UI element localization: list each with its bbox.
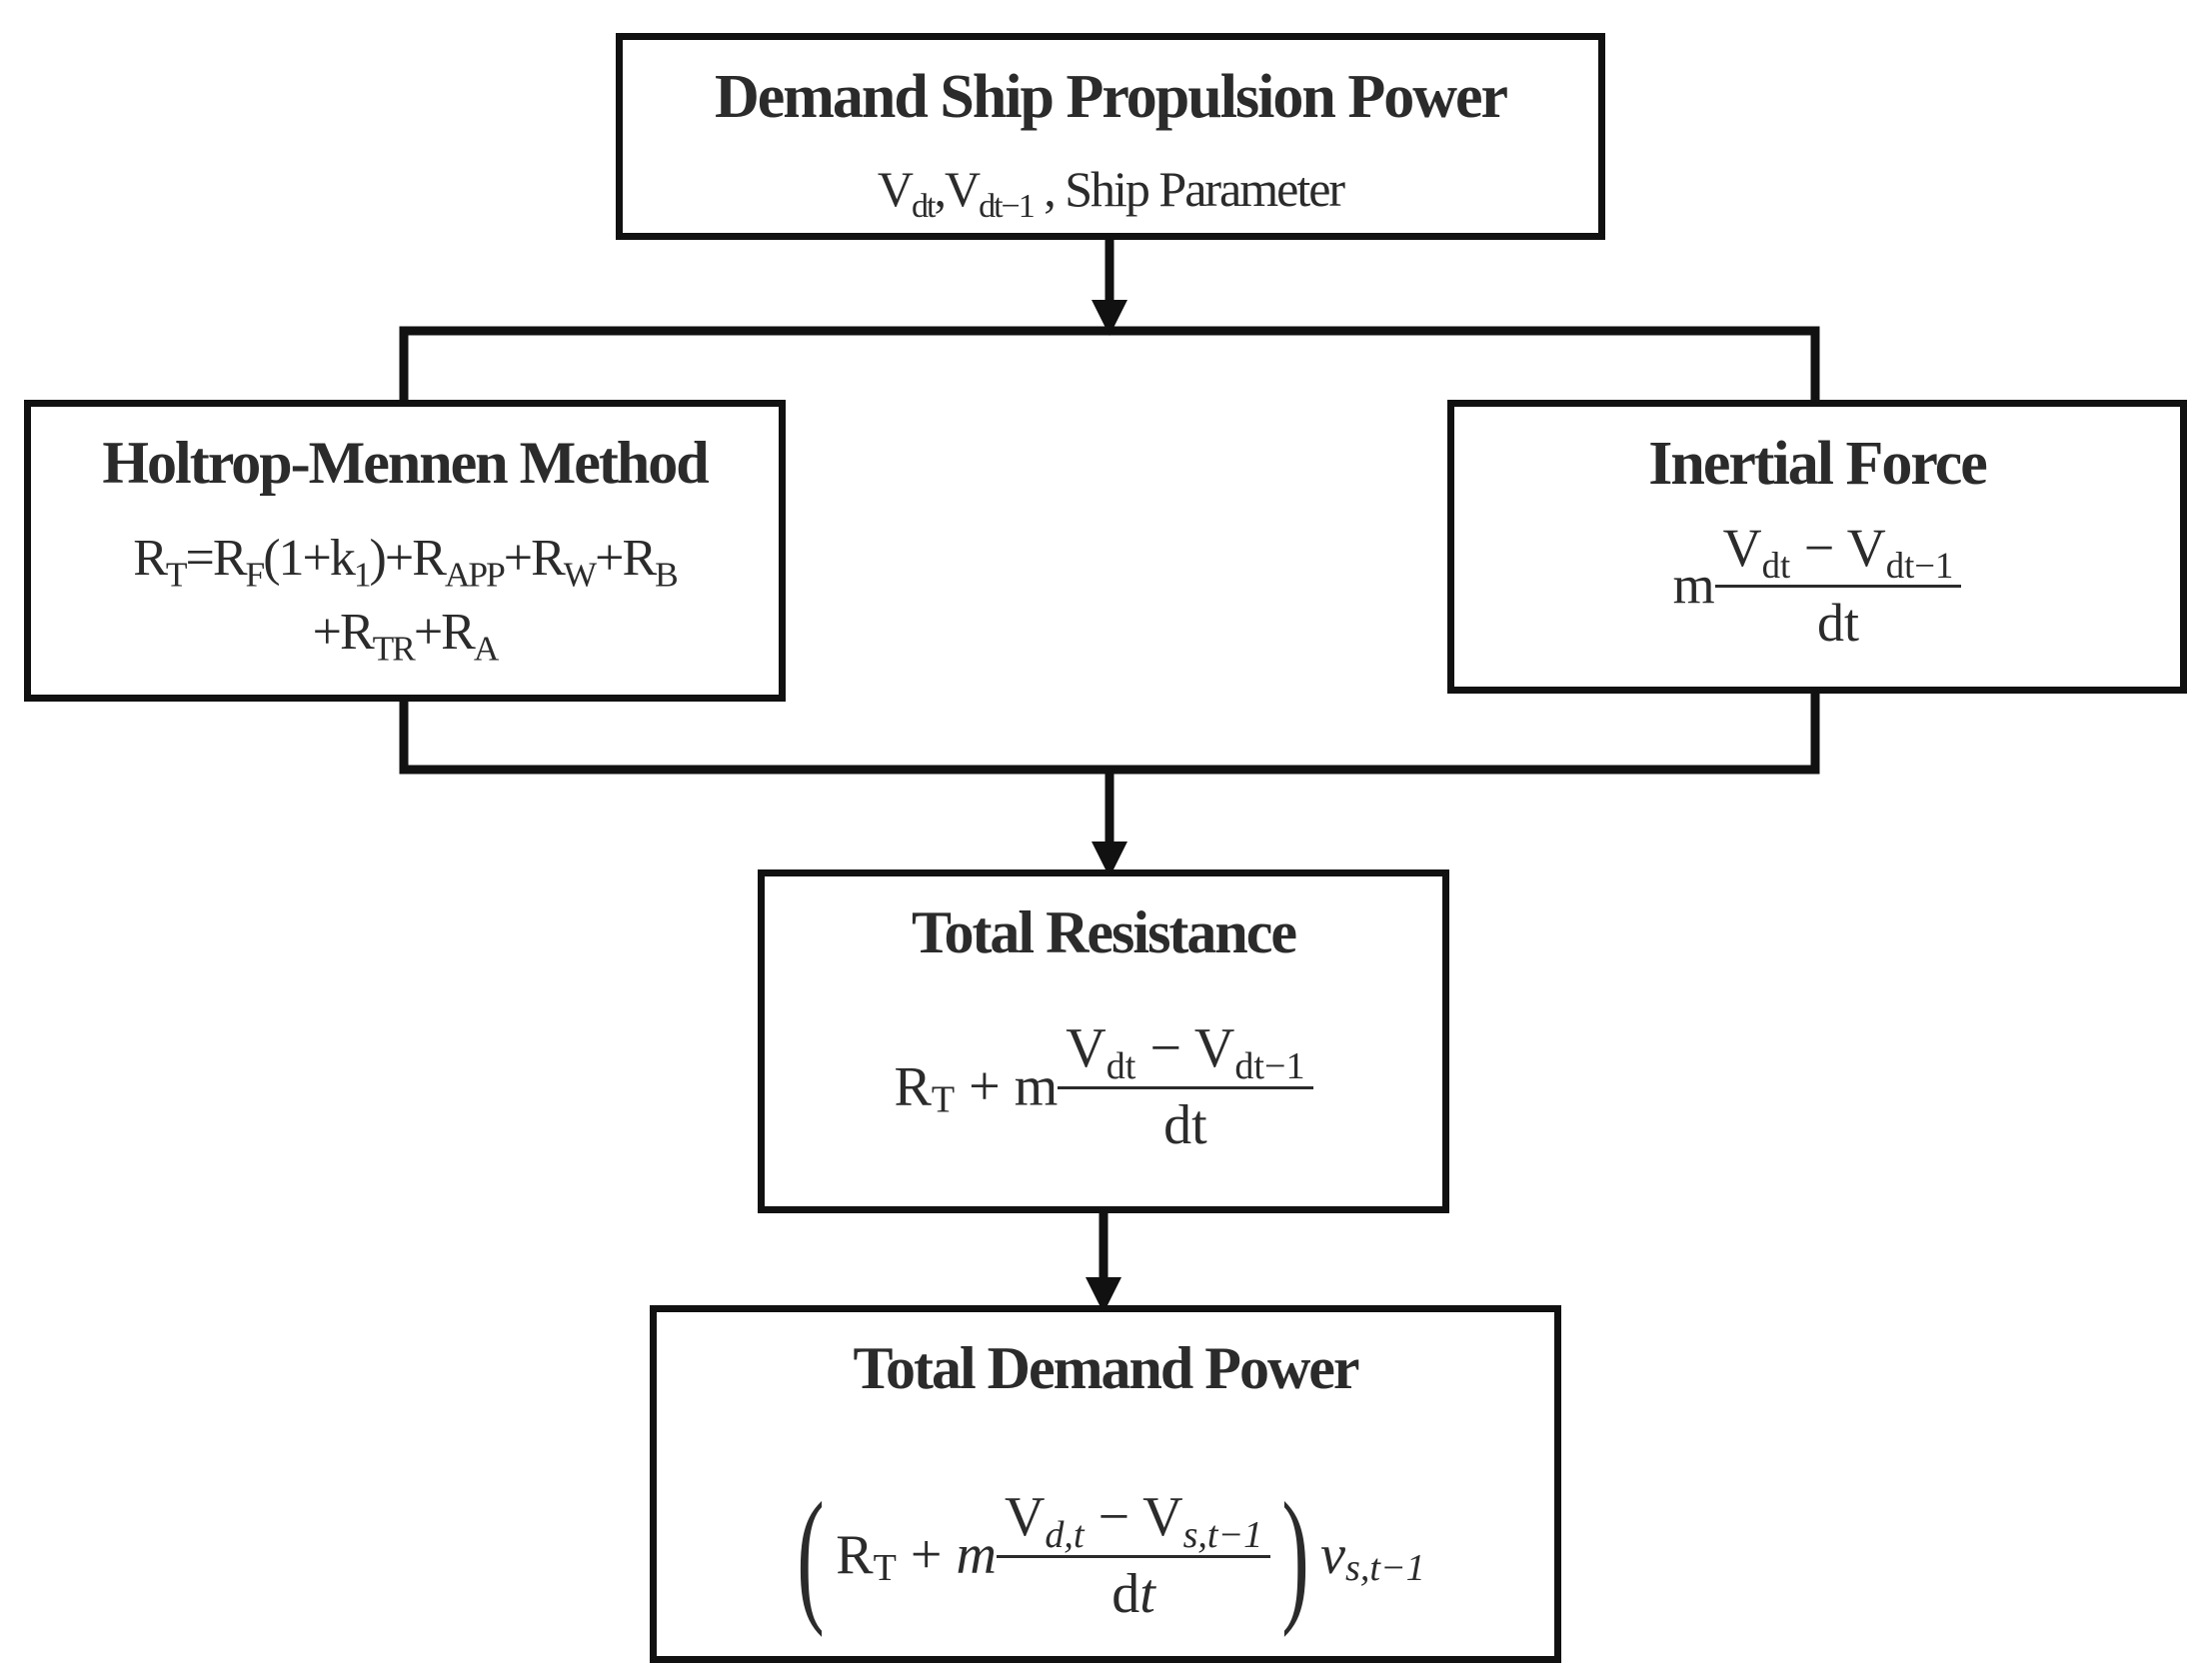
plus-sign: +	[384, 530, 414, 587]
subscript: APP	[444, 554, 506, 595]
subscript: W	[563, 554, 597, 595]
r-symbol: R	[339, 604, 375, 661]
holtrop-mennen-method-box: Holtrop-Mennen Method RT=RF(1+k1)+RAPP+R…	[24, 400, 786, 702]
subscript: dt−1	[1885, 544, 1954, 586]
plus-sign: +	[413, 604, 443, 661]
total-demand-power-box: Total Demand Power (RT + m Vd,t − Vs,t−1…	[650, 1305, 1561, 1663]
minus-sign: −	[1084, 1485, 1143, 1548]
v-symbol: V	[1722, 518, 1762, 578]
velocity-difference-fraction: Vdt − Vdt−1 dt	[1714, 517, 1962, 654]
v-symbol: V	[1066, 1017, 1106, 1079]
velocity-difference-fraction: Vd,t − Vs,t−1 dt	[996, 1485, 1271, 1626]
total-resistance-title: Total Resistance	[911, 899, 1297, 965]
minus-sign: −	[1135, 1017, 1194, 1079]
v-symbol: V	[1846, 518, 1886, 578]
fraction-numerator: Vdt − Vdt−1	[1058, 1016, 1313, 1089]
v-symbol: V	[1142, 1485, 1183, 1548]
mass-symbol: m	[1672, 555, 1715, 616]
velocity-symbol: v	[1320, 1524, 1346, 1586]
subscript: dt−1	[1234, 1045, 1305, 1088]
demand-ship-propulsion-power-box: Demand Ship Propulsion Power Vdt,Vdt−1 ,…	[616, 33, 1605, 240]
r-symbol: R	[441, 604, 476, 661]
minus-sign: −	[1790, 518, 1847, 578]
paren-close: )	[369, 530, 387, 587]
subscript: T	[165, 554, 188, 595]
subscript: dt	[912, 187, 936, 225]
r-symbol: R	[622, 530, 657, 587]
subscript: A	[473, 628, 500, 669]
plus-sign: +	[595, 530, 624, 587]
v-symbol: V	[877, 161, 914, 217]
demand-box-title: Demand Ship Propulsion Power	[714, 63, 1508, 131]
inertial-formula: m Vdt − Vdt−1 dt	[1454, 517, 2180, 654]
t-symbol: t	[1139, 1562, 1155, 1625]
total-resistance-formula: RT + m Vdt − Vdt−1 dt	[765, 1016, 1442, 1157]
subscript: B	[655, 554, 679, 595]
r-symbol: R	[212, 530, 248, 587]
v-symbol: V	[1193, 1017, 1235, 1079]
r-symbol: R	[412, 530, 447, 587]
plus-sign: +	[503, 530, 533, 587]
mass-symbol: m	[1014, 1055, 1059, 1118]
fraction-denominator: dt	[997, 1558, 1270, 1626]
plus-sign: +	[955, 1055, 1015, 1118]
holtrop-formula-line-2: +RTR+RA	[31, 603, 779, 666]
subscript: T	[931, 1078, 956, 1121]
r-symbol: R	[531, 530, 566, 587]
r-symbol: R	[894, 1055, 932, 1118]
subscript: TR	[372, 628, 416, 669]
total-resistance-box: Total Resistance RT + m Vdt − Vdt−1 dt	[758, 869, 1449, 1213]
form-factor-term: (1+k	[263, 530, 356, 587]
fraction-denominator: dt	[1816, 593, 1859, 653]
v-symbol: V	[1004, 1485, 1046, 1548]
total-demand-power-formula: (RT + m Vd,t − Vs,t−1 dt )vs,t−1	[657, 1480, 1554, 1630]
subscript: dt	[1105, 1045, 1136, 1088]
subscript: d,t	[1045, 1513, 1085, 1556]
merge-rail	[399, 690, 1820, 775]
plus-sign: +	[312, 604, 342, 661]
mass-symbol: m	[956, 1524, 997, 1586]
r-symbol: R	[133, 530, 168, 587]
holtrop-formula-line-1: RT=RF(1+k1)+RAPP+RW+RB	[31, 529, 779, 592]
subscript: dt	[1761, 544, 1791, 586]
v-symbol: V	[944, 161, 981, 217]
split-rail	[399, 326, 1820, 402]
subscript: T	[873, 1547, 897, 1590]
holtrop-box-title: Holtrop-Mennen Method	[102, 430, 709, 496]
subscript: s,t−1	[1182, 1513, 1263, 1556]
total-demand-power-title: Total Demand Power	[853, 1335, 1359, 1401]
demand-box-inputs: Vdt,Vdt−1 , Ship Parameter	[623, 160, 1598, 223]
comma: ,	[934, 161, 946, 217]
r-symbol: R	[836, 1524, 874, 1586]
inertial-box-title: Inertial Force	[1648, 430, 1988, 498]
fraction-numerator: Vdt − Vdt−1	[1714, 517, 1962, 588]
subscript: 1	[353, 554, 372, 595]
subscript: F	[245, 554, 266, 595]
equals-sign: =	[185, 530, 215, 587]
d-symbol: d	[1111, 1562, 1140, 1625]
subscript: dt−1	[979, 187, 1036, 225]
paren-open: (	[797, 1472, 826, 1638]
velocity-difference-fraction: Vdt − Vdt−1 dt	[1058, 1016, 1313, 1157]
paren-close: )	[1281, 1472, 1309, 1638]
subscript: s,t−1	[1345, 1547, 1425, 1590]
inertial-force-box: Inertial Force m Vdt − Vdt−1 dt	[1447, 400, 2187, 694]
ship-parameter-label: , Ship Parameter	[1033, 161, 1345, 217]
fraction-numerator: Vd,t − Vs,t−1	[996, 1485, 1271, 1558]
fraction-denominator: dt	[1163, 1094, 1207, 1156]
plus-sign: +	[896, 1524, 957, 1586]
